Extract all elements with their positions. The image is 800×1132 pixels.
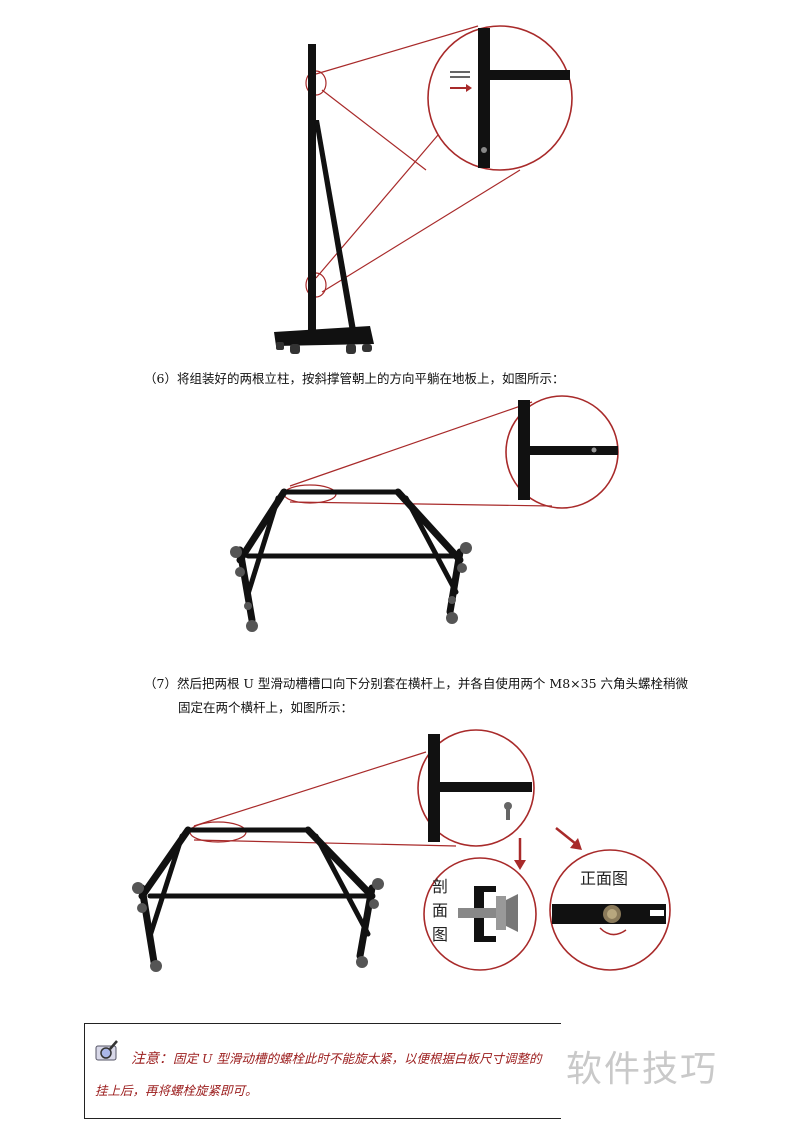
section-view-label-3: 图 [432, 925, 448, 944]
magnifier-note-icon [95, 1040, 118, 1061]
watermark: 软件技巧 [566, 1049, 719, 1090]
note-box: 注意：固定 U 型滑动槽的螺栓此时不能旋太紧，以便根据白板尺寸调整的 挂上后，再… [84, 1023, 561, 1119]
note-line-1: 固定 U 型滑动槽的螺栓此时不能旋太紧，以便根据白板尺寸调整的 [173, 1051, 542, 1066]
figure-upright-stand [274, 25, 573, 354]
front-view-label: 正面图 [580, 869, 628, 888]
step-6-text: （6）将组装好的两根立柱，按斜撑管朝上的方向平躺在地板上，如图所示： [144, 371, 565, 386]
step-7-text-line2: 固定在两个横杆上，如图所示： [178, 700, 354, 715]
note-heading: 注意： [131, 1051, 173, 1067]
section-view-label-1: 剖 [432, 877, 448, 896]
note-line-2: 挂上后，再将螺栓旋紧即可。 [95, 1083, 258, 1098]
step-7-text-line1: （7）然后把两根 U 型滑动槽槽口向下分别套在横杆上，并各自使用两个 M8×35… [144, 676, 689, 691]
figure-frame-flat [230, 395, 619, 632]
figure-frame-u-channel: 剖 面 图 正面图 [132, 729, 671, 972]
section-view-label-2: 面 [432, 901, 448, 920]
